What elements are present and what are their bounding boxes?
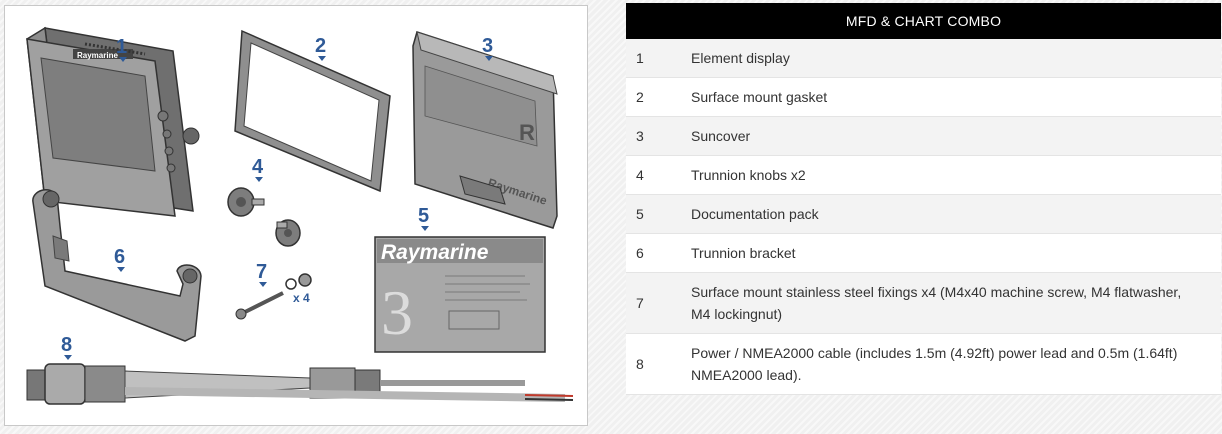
- row-description: Element display: [691, 50, 790, 66]
- svg-text:1: 1: [116, 36, 127, 58]
- trunnion-bracket-illustration: [32, 188, 202, 342]
- suncover-illustration: R Raymarine: [412, 31, 558, 229]
- table-row: 7 Surface mount stainless steel fixings …: [626, 273, 1221, 334]
- callout-8: 8: [61, 334, 72, 360]
- row-description: Power / NMEA2000 cable (includes 1.5m (4…: [691, 345, 1178, 383]
- callout-7: 7: [256, 261, 267, 287]
- row-description: Trunnion bracket: [691, 245, 796, 261]
- element-display-illustration: Raymarine: [26, 26, 200, 217]
- parts-drawing: Raymarine R Raymarine: [26, 26, 574, 405]
- row-description: Documentation pack: [691, 206, 819, 222]
- suncover-r-logo: R: [519, 120, 535, 145]
- doc-pack-brand-text: Raymarine: [381, 241, 489, 264]
- row-number: 7: [636, 295, 644, 311]
- svg-text:7: 7: [256, 261, 267, 283]
- row-number: 6: [636, 245, 644, 261]
- svg-text:8: 8: [61, 334, 72, 356]
- fixings-quantity-label: x 4: [293, 291, 310, 305]
- callout-6: 6: [114, 246, 125, 272]
- table-row: 3 Suncover: [626, 117, 1221, 156]
- row-number: 5: [636, 206, 644, 222]
- package-contents-illustration: Raymarine R Raymarine: [4, 5, 588, 426]
- table-row: 1 Element display: [626, 39, 1221, 78]
- row-description: Trunnion knobs x2: [691, 167, 806, 183]
- callout-1: 1: [116, 36, 127, 62]
- table-row: 2 Surface mount gasket: [626, 78, 1221, 117]
- display-brand-text: Raymarine: [77, 51, 118, 60]
- trunnion-knobs-illustration: [227, 187, 301, 247]
- table-row: 6 Trunnion bracket: [626, 234, 1221, 273]
- row-description: Surface mount gasket: [691, 89, 828, 105]
- row-number: 2: [636, 89, 644, 105]
- table-body: 1 Element display 2 Surface mount gasket…: [626, 39, 1221, 395]
- callout-2: 2: [315, 35, 326, 61]
- svg-text:3: 3: [482, 35, 493, 57]
- svg-text:2: 2: [315, 35, 326, 57]
- parts-list-table: MFD & CHART COMBO 1 Element display 2 Su…: [626, 3, 1221, 395]
- table-row: 4 Trunnion knobs x2: [626, 156, 1221, 195]
- svg-text:6: 6: [114, 246, 125, 268]
- table-title: MFD & CHART COMBO: [626, 3, 1221, 39]
- row-description: Surface mount stainless steel fixings x4…: [691, 284, 1182, 322]
- row-number: 3: [636, 128, 644, 144]
- surface-mount-fixings-illustration: x 4: [235, 273, 312, 320]
- row-number: 4: [636, 167, 644, 183]
- table-row: 8 Power / NMEA2000 cable (includes 1.5m …: [626, 334, 1221, 395]
- svg-text:5: 5: [418, 205, 429, 227]
- surface-mount-gasket-illustration: [234, 29, 391, 193]
- row-number: 8: [636, 356, 644, 372]
- svg-text:4: 4: [252, 156, 264, 178]
- callout-4: 4: [252, 156, 264, 182]
- doc-pack-digit: 3: [381, 277, 413, 348]
- row-description: Suncover: [691, 128, 751, 144]
- callout-3: 3: [482, 35, 493, 61]
- row-number: 1: [636, 50, 644, 66]
- power-nmea-cable-illustration: [26, 363, 574, 405]
- documentation-pack-illustration: Raymarine 3: [374, 236, 546, 353]
- callout-5: 5: [418, 205, 429, 231]
- table-row: 5 Documentation pack: [626, 195, 1221, 234]
